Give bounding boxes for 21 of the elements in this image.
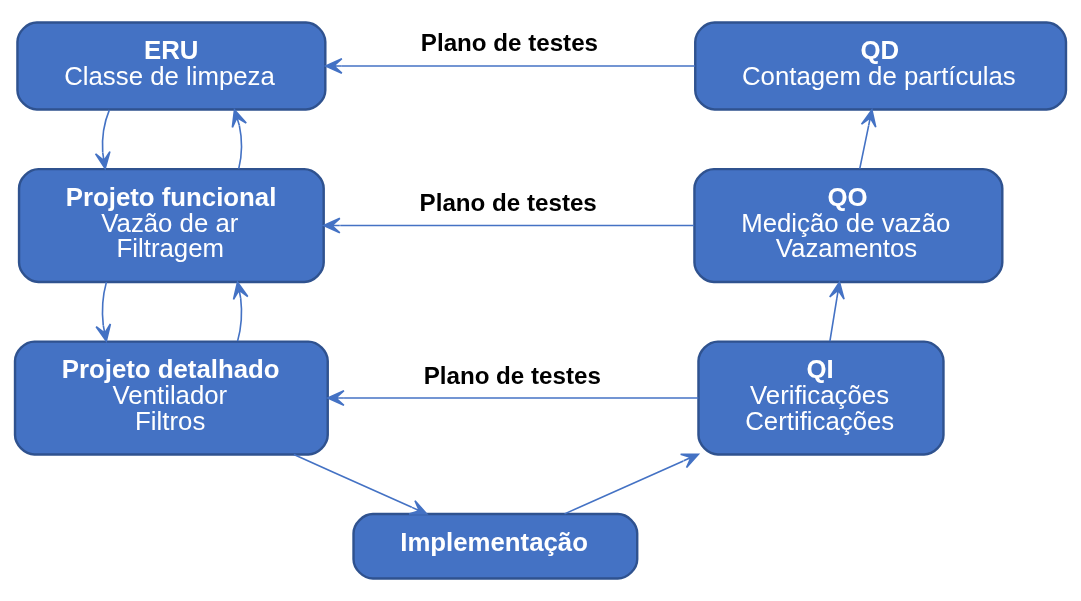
node-box: Implementação: [352, 512, 639, 580]
arrow: [563, 453, 700, 515]
arrow: [858, 109, 877, 170]
edge-label: Plano de testes: [419, 189, 597, 217]
arrow: [324, 57, 696, 75]
node-box: Projeto detalhado Ventilador Filtros: [13, 340, 329, 456]
node-box: QO Medição de vazão Vazamentos: [693, 167, 1004, 284]
arrow: [828, 281, 845, 342]
node-box: Projeto funcional Vazão de ar Filtragem: [17, 167, 325, 284]
arrow: [232, 281, 249, 342]
edge-label: Plano de testes: [420, 29, 599, 57]
arrow: [94, 109, 111, 170]
arrow: [322, 217, 695, 234]
node-box: ERU Classe de limpeza: [16, 21, 327, 111]
arrow: [293, 453, 428, 515]
node-box: QD Contagem de partículas: [694, 21, 1068, 111]
edge-label: Plano de testes: [423, 361, 601, 389]
arrow: [327, 389, 700, 407]
arrow: [231, 109, 248, 170]
node-box: QI Verificações Certificações: [697, 340, 945, 456]
arrow: [95, 281, 112, 342]
